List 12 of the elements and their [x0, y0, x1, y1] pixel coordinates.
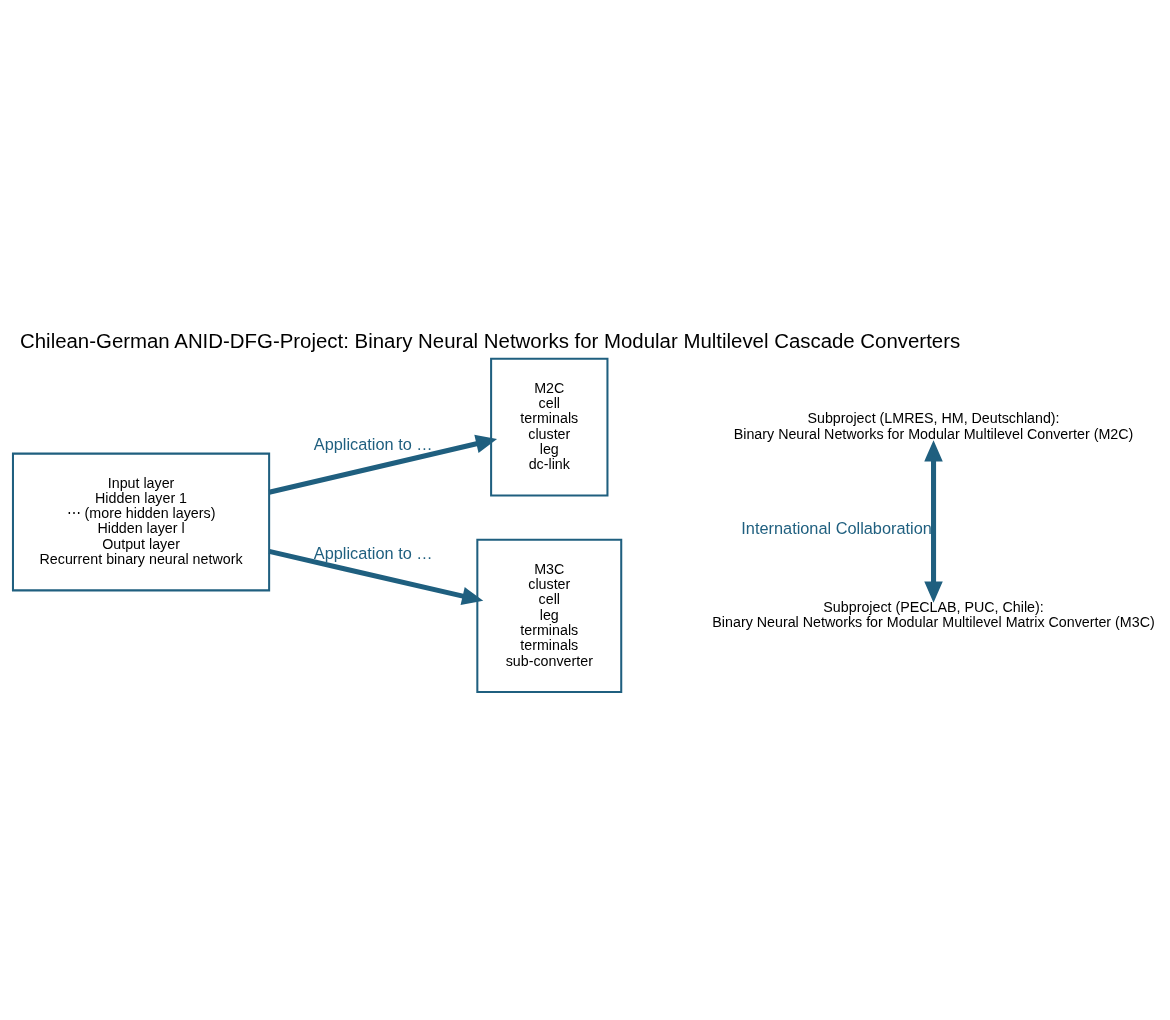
node-box: Input layer Hidden layer 1 ⋯ (more hidden layers) Hidden layer l Output layer Recurrent binary neural network	[11, 452, 271, 592]
edge-label: International Collaboration	[741, 519, 932, 538]
arrow	[268, 548, 484, 606]
edge-label: Application to …	[313, 435, 433, 454]
node-text: Subproject (PECLAB, PUC, Chile): Binary Neural Networks for Modular Multilevel Matrix Converter (M3C)	[712, 599, 1155, 631]
arrow	[924, 440, 943, 603]
node-text: Subproject (LMRES, HM, Deutschland): Binary Neural Networks for Modular Multilevel Converter (M2C)	[733, 410, 1134, 442]
node-box: M3C cluster cell leg terminals terminals sub-converter	[476, 538, 623, 693]
arrow	[268, 434, 498, 495]
edge-label: Application to …	[313, 543, 433, 562]
node-box: M2C cell terminals cluster leg dc-link	[490, 357, 609, 497]
diagram-title: Chilean-German ANID-DFG-Project: Binary Neural Networks for Modular Multilevel Cascade Converters	[20, 330, 961, 353]
